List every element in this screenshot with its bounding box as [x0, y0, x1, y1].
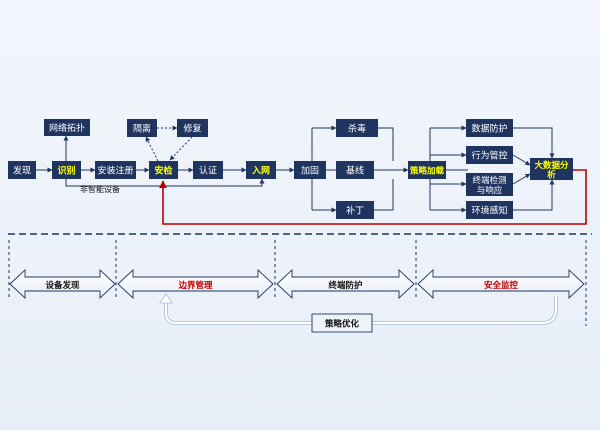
node-baseline[interactable]: 基线	[336, 161, 374, 179]
phase-security-monitor-label: 安全监控	[484, 280, 519, 291]
node-patch[interactable]: 补丁	[336, 201, 374, 219]
node-register[interactable]: 安装注册	[95, 161, 136, 179]
policy-optimize-box[interactable]: 策略优化	[311, 313, 373, 333]
node-terminal-detect[interactable]: 终端检测 与响应	[466, 173, 513, 196]
node-repair[interactable]: 修复	[177, 119, 208, 137]
node-repair-label: 修复	[183, 123, 201, 135]
phase-terminal-protect-label: 终端防护	[327, 280, 363, 291]
node-antivirus[interactable]: 杀毒	[336, 119, 378, 137]
node-bigdata[interactable]: 大数据分 析	[530, 158, 573, 181]
node-discover-label: 发现	[13, 165, 31, 177]
node-isolate-label: 隔离	[133, 123, 151, 135]
phase-dividers	[8, 240, 587, 326]
node-join-label: 入网	[251, 166, 270, 177]
node-isolate[interactable]: 隔离	[127, 119, 157, 137]
phase-arrow-security-monitor	[417, 268, 585, 300]
node-register-label: 安装注册	[97, 165, 133, 177]
node-discover[interactable]: 发现	[8, 161, 36, 179]
node-topology[interactable]: 网络拓扑	[44, 119, 90, 136]
phase-device-discovery-label: 设备发现	[45, 280, 80, 291]
node-behavior-ctrl[interactable]: 行为管控	[466, 146, 513, 164]
node-auth[interactable]: 认证	[193, 161, 223, 179]
node-auth-label: 认证	[199, 165, 217, 177]
node-antivirus-label: 杀毒	[348, 123, 366, 135]
node-topology-label: 网络拓扑	[49, 122, 85, 134]
node-join[interactable]: 入网	[246, 161, 276, 179]
node-harden-label: 加固	[301, 166, 319, 177]
node-policy-load[interactable]: 策略加载	[408, 161, 446, 179]
node-bigdata-label-1: 大数据分	[534, 160, 569, 171]
phase-arrow-device-discovery	[9, 268, 116, 300]
node-terminal-detect-label: 终端检测	[472, 175, 506, 186]
node-policy-load-label: 策略加载	[409, 166, 445, 177]
node-env-sense[interactable]: 环境感知	[466, 201, 513, 219]
policy-optimize-loop	[159, 293, 558, 325]
node-identify-label: 识别	[57, 165, 75, 177]
node-identify[interactable]: 识别	[52, 161, 81, 179]
node-env-sense-label: 环境感知	[471, 205, 507, 217]
phase-boundary-mgmt-label: 边界管理	[177, 280, 213, 291]
node-behavior-ctrl-label: 行为管控	[471, 150, 507, 162]
flow-boxes: 发现 识别 网络拓扑 安装注册 隔离 修复 安检 认证	[8, 119, 573, 219]
flow-connectors	[36, 125, 555, 213]
node-terminal-respond-label: 与响应	[477, 185, 503, 196]
node-harden[interactable]: 加固	[294, 161, 326, 179]
node-check[interactable]: 安检	[149, 161, 178, 179]
phase-arrow-terminal-protect	[276, 268, 415, 300]
node-baseline-label: 基线	[346, 165, 364, 177]
node-bigdata-label-2: 析	[547, 170, 556, 181]
node-patch-label: 补丁	[346, 205, 364, 217]
feedback-loop-line	[159, 169, 587, 225]
policy-optimize-label: 策略优化	[324, 319, 360, 330]
node-check-label: 安检	[154, 165, 172, 177]
phase-arrow-boundary-mgmt	[117, 268, 274, 300]
non-smart-device-label: 非智能设备	[80, 184, 120, 194]
node-data-protect[interactable]: 数据防护	[466, 119, 513, 137]
phase-arrows	[9, 268, 585, 300]
node-data-protect-label: 数据防护	[471, 123, 507, 135]
